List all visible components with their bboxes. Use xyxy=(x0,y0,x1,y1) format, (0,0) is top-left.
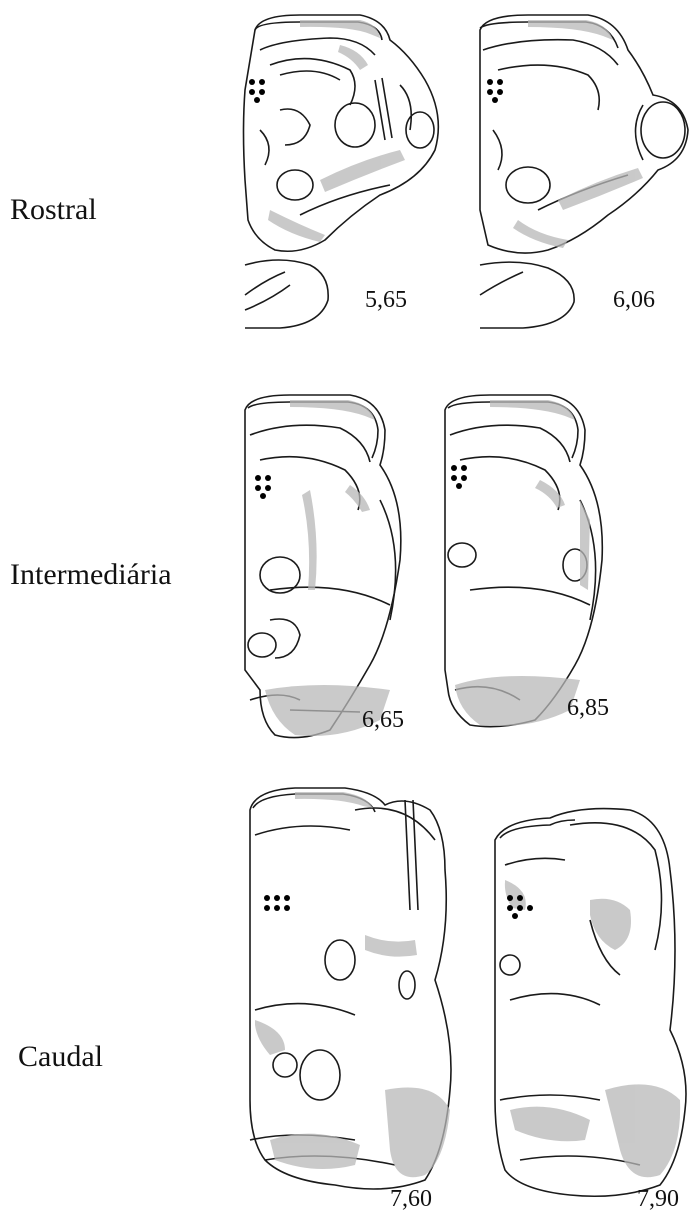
row-label-intermediate: Intermediária xyxy=(10,560,172,590)
brain-section-drawing xyxy=(240,390,415,750)
brain-section-intermediate-1 xyxy=(240,390,415,750)
section-level-label: 6,06 xyxy=(613,288,655,312)
brain-section-caudal-2 xyxy=(490,800,690,1200)
row-label-rostral: Rostral xyxy=(10,195,97,225)
row-label-caudal: Caudal xyxy=(18,1042,103,1072)
section-level-label: 7,90 xyxy=(637,1187,679,1211)
section-level-label: 6,85 xyxy=(567,696,609,720)
brain-section-drawing xyxy=(478,10,693,330)
brain-section-drawing xyxy=(245,780,470,1200)
brain-section-drawing xyxy=(240,10,450,330)
brain-section-rostral-1 xyxy=(240,10,450,330)
section-level-label: 7,60 xyxy=(390,1187,432,1211)
section-level-label: 5,65 xyxy=(365,288,407,312)
brain-section-drawing xyxy=(490,800,690,1200)
brain-section-rostral-2 xyxy=(478,10,693,330)
brain-section-caudal-1 xyxy=(245,780,470,1200)
section-level-label: 6,65 xyxy=(362,708,404,732)
